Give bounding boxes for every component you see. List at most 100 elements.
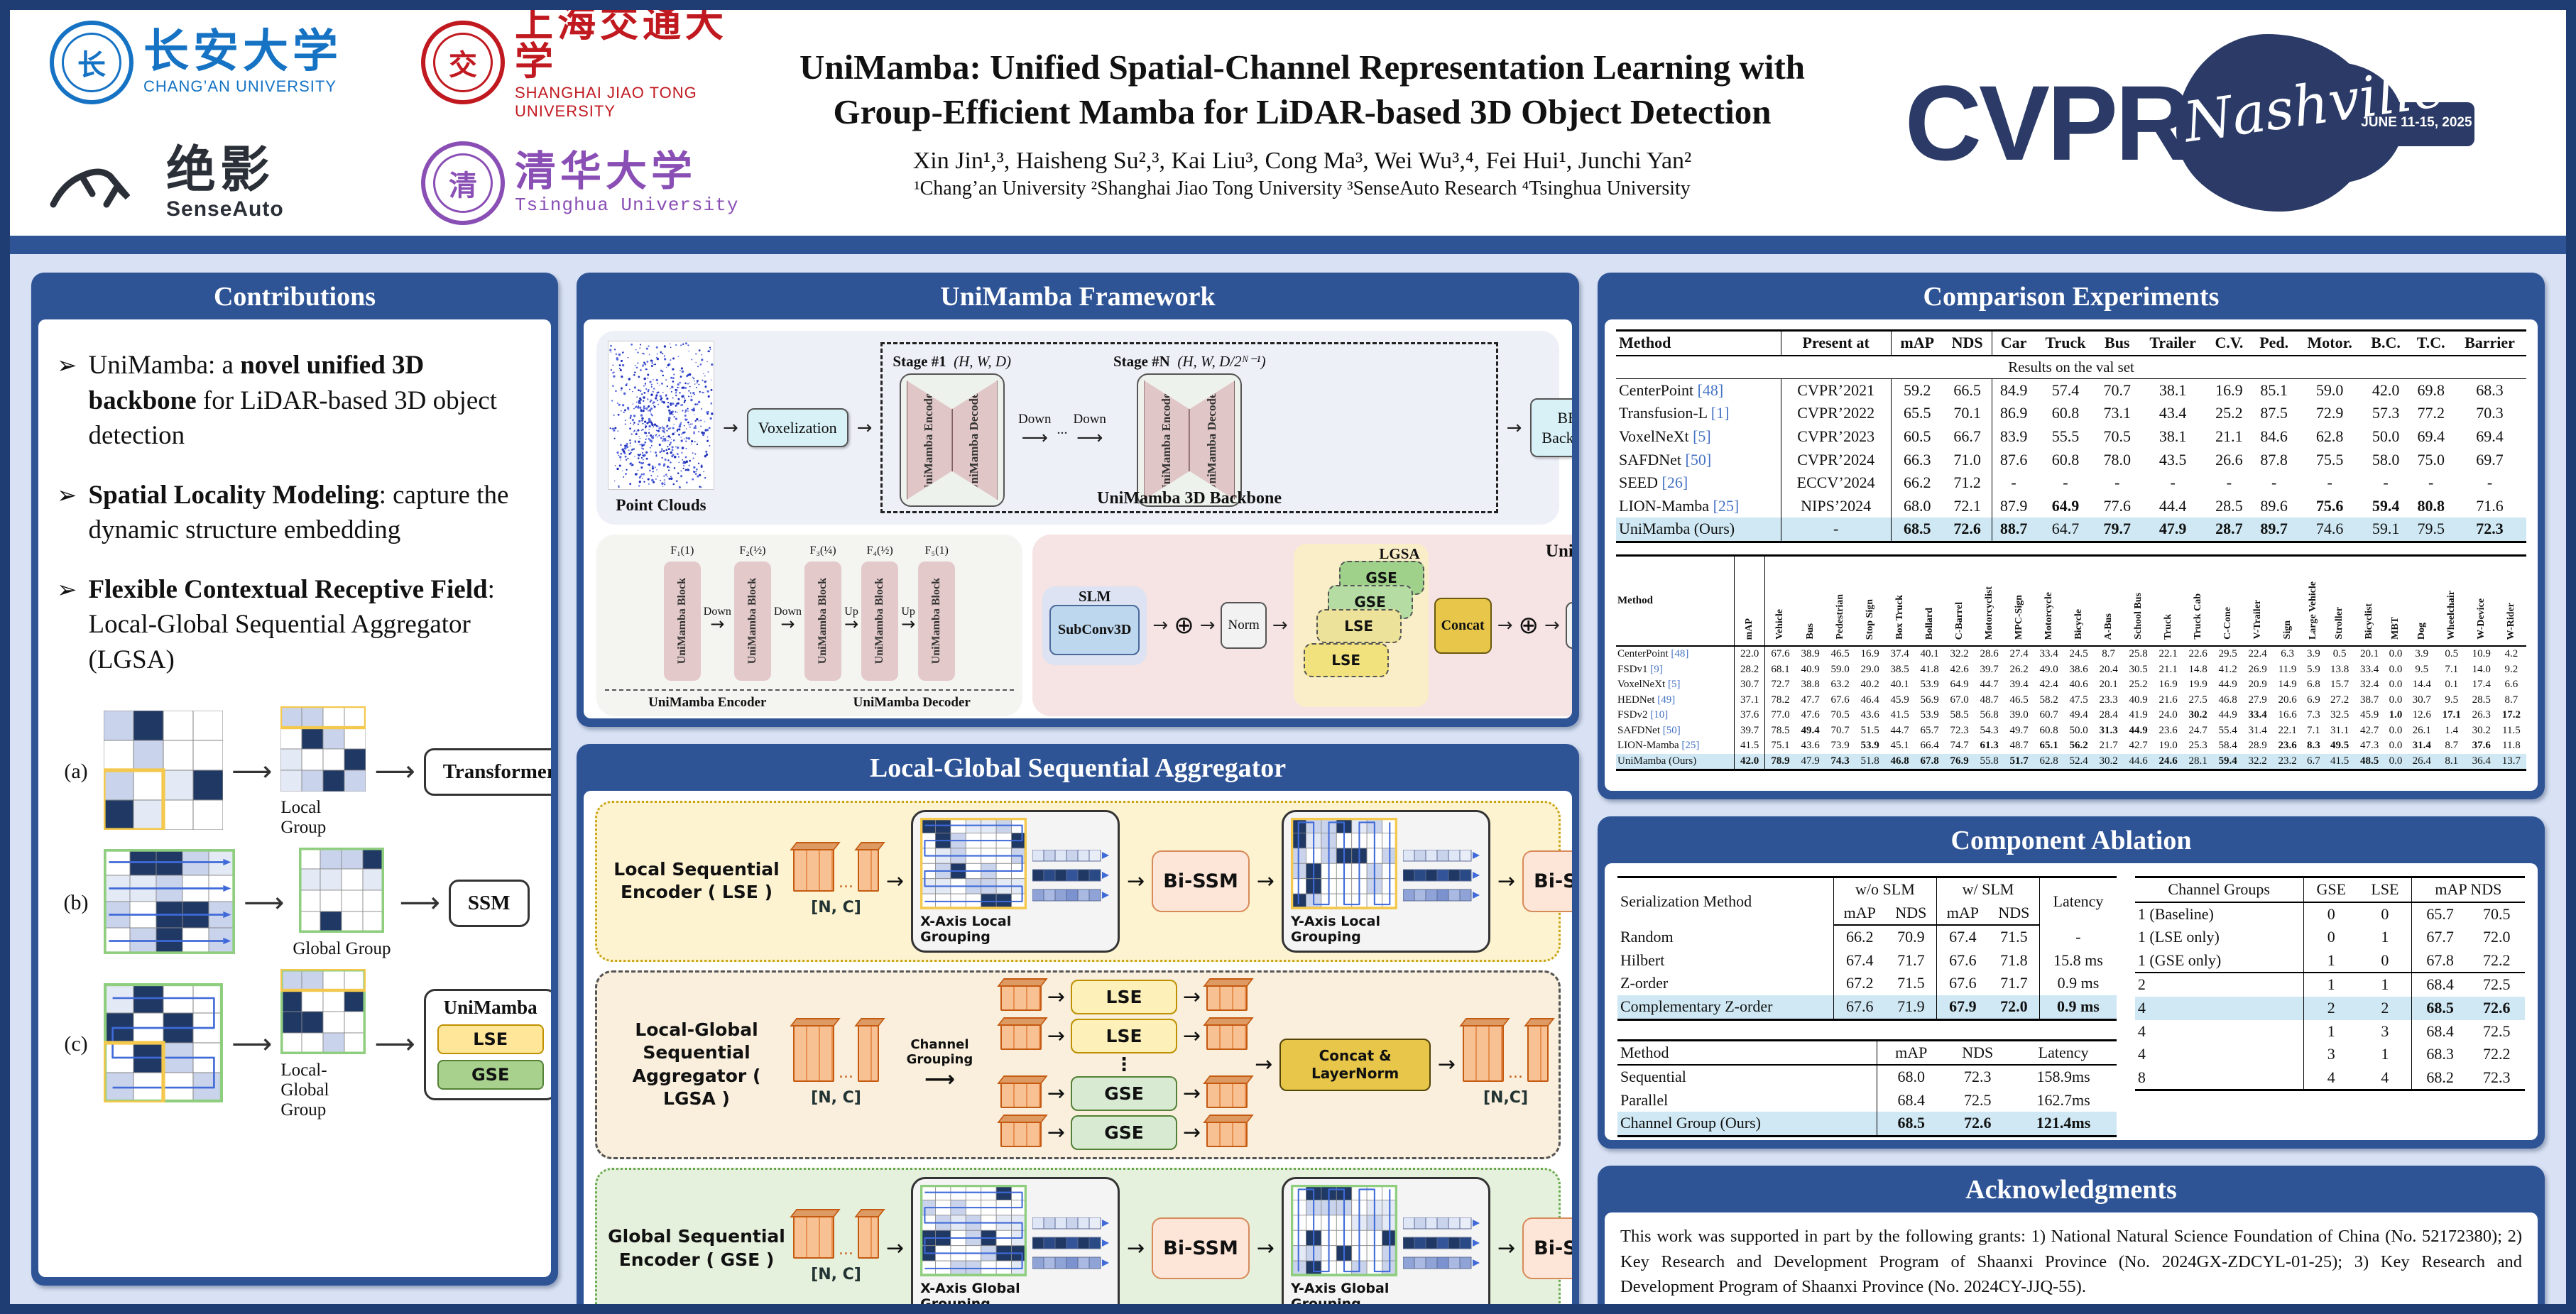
poster-content: Contributions ➢ UniMamba: a novel unifie… xyxy=(10,254,2566,1304)
table-cell: 28.6 xyxy=(1980,648,1999,660)
lse-section: Local Sequential Encoder ( LSE ) ... [N,… xyxy=(595,801,1572,962)
lse-chip: LSE xyxy=(437,1024,544,1054)
table-cell: 49.5 xyxy=(2330,740,2349,752)
cvpr-wordmark: CVPR xyxy=(1904,63,2193,182)
affiliations: ¹Chang’an University ²Shanghai Jiao Tong… xyxy=(914,177,1691,199)
lgsa-group: LGSA GSE GSE LSE LSE xyxy=(1293,544,1429,707)
table-cell: 42.6 xyxy=(1950,663,1969,675)
table-cell: 68.4 xyxy=(2426,1022,2454,1040)
contribution-item: ➢ Spatial Locality Modeling: capture the… xyxy=(57,478,533,548)
table-cell: 13.8 xyxy=(2330,663,2349,675)
column-header: Present at xyxy=(1781,330,1892,356)
backbone-caption: UniMamba 3D Backbone xyxy=(1096,489,1282,508)
table-cell: 45.1 xyxy=(1890,740,1909,752)
table-cell: 23.6 xyxy=(2159,724,2178,736)
table-cell: 69.8 xyxy=(2417,380,2445,399)
w-slm-header: w/ SLM xyxy=(1936,877,2040,902)
table-cell: 46.4 xyxy=(1860,694,1879,706)
table-cell: 66.2 xyxy=(1846,928,1874,946)
arrow-icon: → xyxy=(1506,417,1522,439)
table-cell: 31.1 xyxy=(2330,724,2349,736)
table-cell: 8 xyxy=(2134,1066,2304,1090)
table-cell: 73.1 xyxy=(2103,404,2132,422)
column-header: Box Truck xyxy=(1884,555,1915,647)
table-cell: 86.9 xyxy=(1999,404,2028,422)
table-cell: 70.7 xyxy=(2103,380,2132,399)
column-header: C-Cone xyxy=(2212,555,2243,647)
column-header: Bus xyxy=(2095,330,2139,356)
table-cell: 0.0 xyxy=(2389,740,2403,752)
arrow-icon: ⟶ xyxy=(244,887,285,920)
table-cell: 55.8 xyxy=(1980,755,1999,767)
local-global-grid-diagram xyxy=(102,982,224,1106)
ablation-title: Component Ablation xyxy=(1950,826,2192,855)
table-cell: 72.0 xyxy=(1988,995,2040,1020)
sjtu-en: SHANGHAI JIAO TONG UNIVERSITY xyxy=(515,84,697,120)
table-cell: 21.1 xyxy=(2159,663,2178,675)
table-cell: 14.9 xyxy=(2278,679,2297,691)
table-cell: 41.5 xyxy=(1890,709,1909,721)
table-cell: 89.6 xyxy=(2260,496,2288,515)
senseauto-mountain-icon xyxy=(50,155,156,212)
table-cell: 40.9 xyxy=(1801,663,1820,675)
serialization-table: Serialization Method w/o SLM w/ SLM Late… xyxy=(1617,876,2117,1021)
table-cell: 1 xyxy=(2359,926,2412,949)
table-cell: 43.4 xyxy=(2159,404,2187,422)
table-cell: 9.2 xyxy=(2504,663,2518,675)
column-header: W-Rider xyxy=(2496,555,2526,647)
table-cell: 17.1 xyxy=(2442,709,2461,721)
table-cell: 22.1 xyxy=(2159,648,2178,660)
y-global-card: Y-Axis Global Grouping xyxy=(1282,1177,1490,1304)
table-cell: 1 (Baseline) xyxy=(2134,902,2304,926)
table-cell: 44.9 xyxy=(2218,679,2237,691)
stage1-dims: (H, W, D) xyxy=(954,353,1012,370)
table-cell: 68.3 xyxy=(2426,1045,2454,1063)
table-cell: 0.9 ms xyxy=(2057,974,2100,992)
table-cell: 37.1 xyxy=(1734,692,1766,708)
table-cell: - xyxy=(2226,473,2232,492)
column-header: MBT xyxy=(2384,555,2407,647)
scan-grid xyxy=(919,817,1027,912)
mapnds-header: mAP NDS xyxy=(2411,877,2525,903)
gse-chip: GSE xyxy=(1071,1115,1178,1151)
table-cell: 29.0 xyxy=(1860,663,1879,675)
table-cell: 67.6 xyxy=(1949,951,1977,969)
unimamba-block: UniMamba Block xyxy=(918,562,956,681)
contribution-item: ➢ Flexible Contextual Receptive Field: L… xyxy=(57,572,533,678)
table-cell: 66.7 xyxy=(1943,425,1992,449)
table-cell: 1 xyxy=(2359,1043,2412,1066)
table-cell: 38.5 xyxy=(1890,663,1909,675)
table-cell: 68.4 xyxy=(2411,972,2469,997)
table-cell: 32.4 xyxy=(2360,679,2379,691)
x-global-caption: X-Axis Global Grouping xyxy=(920,1280,1020,1304)
table-cell: 72.6 xyxy=(1963,1114,1992,1132)
table-cell: 59.4 xyxy=(2372,496,2400,515)
column-header: Bollard xyxy=(1914,555,1945,647)
table-cell: 44.9 xyxy=(2129,724,2148,736)
table-cell: 47.5 xyxy=(2069,694,2088,706)
table-cell: 41.5 xyxy=(2330,755,2349,767)
contribution-text: UniMamba: a novel unified 3D backbone fo… xyxy=(88,351,498,451)
table-cell: 55.5 xyxy=(2051,427,2080,445)
local-global-group-grid xyxy=(279,967,368,1058)
table-cell: 0.0 xyxy=(2389,724,2403,736)
table-cell: 70.5 xyxy=(2103,427,2132,445)
table-cell: 37.6 xyxy=(2472,740,2491,752)
column-header: Dog xyxy=(2406,555,2437,647)
table-cell: 46.8 xyxy=(2218,694,2237,706)
table-cell: 85.1 xyxy=(2260,380,2288,399)
nc-label: [N, C] xyxy=(811,1089,861,1107)
channel-groups-table: Channel Groups GSE LSE mAP NDS 1 (Baseli… xyxy=(2134,876,2525,1092)
table-cell: HEDNet [49] xyxy=(1616,692,1735,708)
unimamba-block: UniMamba Block xyxy=(733,562,771,681)
table-cell: 2 xyxy=(2359,996,2412,1020)
table-cell: 49.0 xyxy=(2039,663,2058,675)
table-cell: 4 xyxy=(2359,1066,2412,1090)
unimamba-encoder-shape: UniMamba Encoder xyxy=(906,380,952,500)
